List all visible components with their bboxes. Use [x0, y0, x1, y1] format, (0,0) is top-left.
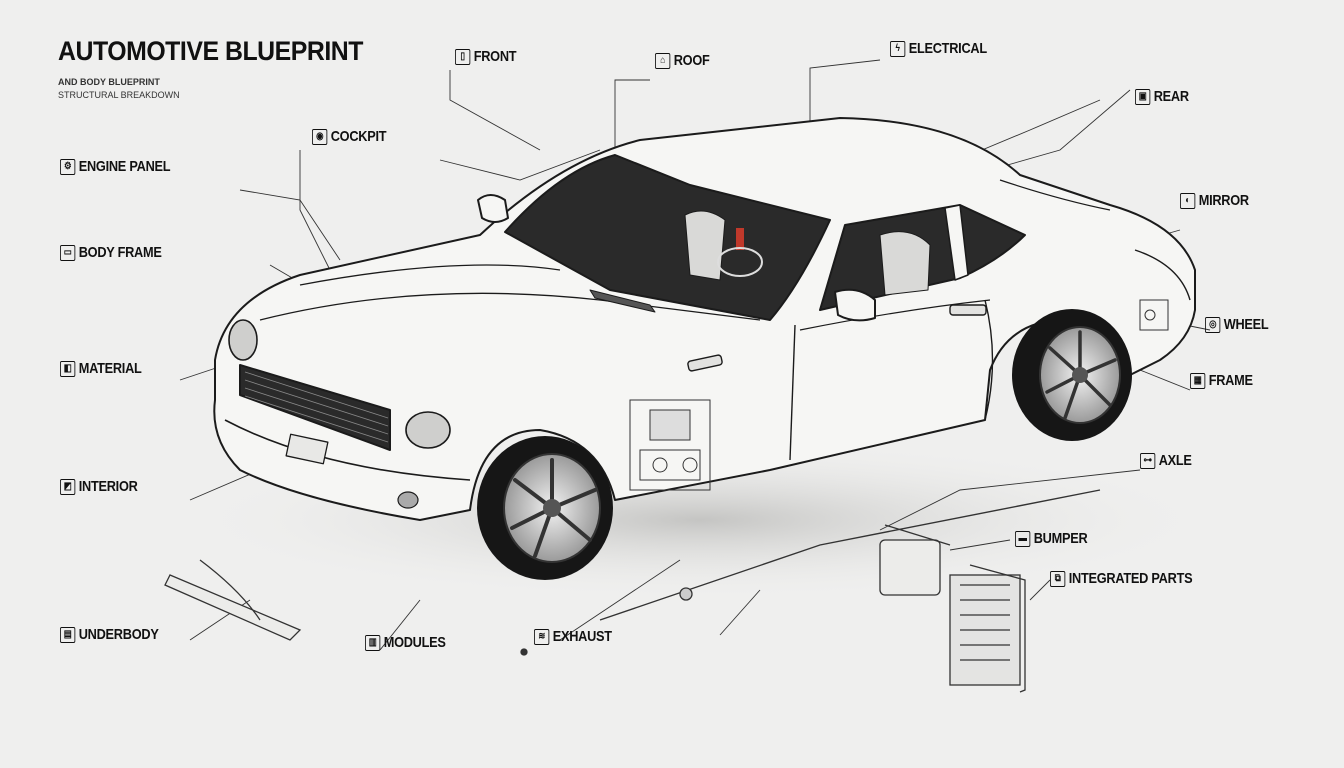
callout-heading: FRAME [1208, 372, 1253, 389]
callout-mirror: ◐MIRROR [1180, 192, 1320, 209]
windshield [504, 154, 831, 321]
callout-roof: ⌂ROOF [655, 52, 805, 69]
material-icon: ◧ [60, 360, 76, 377]
electrical-icon: ϟ [890, 40, 906, 57]
callout-heading: AXLE [1158, 452, 1192, 469]
subtitle-line: STRUCTURAL BREAKDOWN [58, 90, 180, 100]
rear-icon: ▣ [1135, 88, 1151, 105]
callout-heading: MATERIAL [78, 360, 142, 377]
callout-heading: UNDERBODY [78, 626, 159, 643]
callout-interior: ◩INTERIOR [60, 478, 220, 495]
exhaust-icon: ≋ [534, 628, 550, 645]
callout-material: ◧MATERIAL [60, 360, 220, 377]
callout-heading: REAR [1153, 88, 1189, 105]
callout-heading: BODY FRAME [78, 244, 162, 261]
seat-icon: ◩ [60, 478, 76, 495]
frame-detail-icon: ▦ [1190, 372, 1206, 389]
underbody-icon: ▤ [60, 626, 76, 643]
front-icon: ▯ [455, 48, 471, 65]
bumper-icon: ▬ [1015, 530, 1031, 547]
callout-wheel: ◎WHEEL [1205, 316, 1337, 333]
callout-heading: INTERIOR [78, 478, 138, 495]
frame-icon: ▭ [60, 244, 76, 261]
callout-heading: FRONT [473, 48, 517, 65]
subtitle-block: AND BODY BLUEPRINT STRUCTURAL BREAKDOWN [58, 76, 180, 102]
callout-heading: INTEGRATED PARTS [1068, 570, 1193, 587]
exploded-parts [164, 524, 1026, 693]
car-body [213, 117, 1196, 521]
grille [239, 364, 391, 451]
rear-wheel [1012, 309, 1132, 441]
callout-rear: ▣REAR [1135, 88, 1315, 105]
callout-heading: EXHAUST [552, 628, 612, 645]
callout-heading: MIRROR [1198, 192, 1249, 209]
callout-underbody: ▤UNDERBODY [60, 626, 310, 643]
callout-heading: ROOF [673, 52, 710, 69]
engine-icon: ⚙ [60, 158, 76, 175]
callout-front: ▯FRONT [455, 48, 605, 65]
callout-heading: BUMPER [1033, 530, 1088, 547]
exposed-components [629, 299, 1169, 491]
callout-axle: ⊶AXLE [1140, 452, 1305, 469]
callout-integrated-parts: ⧉INTEGRATED PARTS [1050, 570, 1250, 587]
modules-icon: ▥ [365, 634, 381, 651]
front-wheel [477, 436, 613, 580]
callout-exhaust: ≋EXHAUST [534, 628, 664, 645]
axle-icon: ⊶ [1140, 452, 1156, 469]
callout-body-frame: ▭BODY FRAME [60, 244, 280, 261]
callout-engine-panel: ⚙ENGINE PANEL [60, 158, 260, 175]
callout-heading: COCKPIT [330, 128, 387, 145]
cockpit-icon: ◉ [312, 128, 328, 145]
callout-frame: ▦FRAME [1190, 372, 1320, 389]
callout-heading: ELECTRICAL [908, 40, 987, 57]
subtitle-line: AND BODY BLUEPRINT [58, 77, 160, 87]
callout-cockpit: ◉COCKPIT [312, 128, 442, 145]
callout-heading: MODULES [383, 634, 446, 651]
mirror-icon: ◐ [1180, 192, 1196, 209]
parts-icon: ⧉ [1050, 570, 1066, 587]
roof-icon: ⌂ [655, 52, 671, 69]
callout-bumper: ▬BUMPER [1015, 530, 1125, 547]
callout-heading: ENGINE PANEL [78, 158, 171, 175]
wheel-icon: ◎ [1205, 316, 1221, 333]
callout-modules: ▥MODULES [365, 634, 505, 651]
page-title: AUTOMOTIVE BLUEPRINT [58, 36, 363, 66]
callout-heading: WHEEL [1223, 316, 1269, 333]
